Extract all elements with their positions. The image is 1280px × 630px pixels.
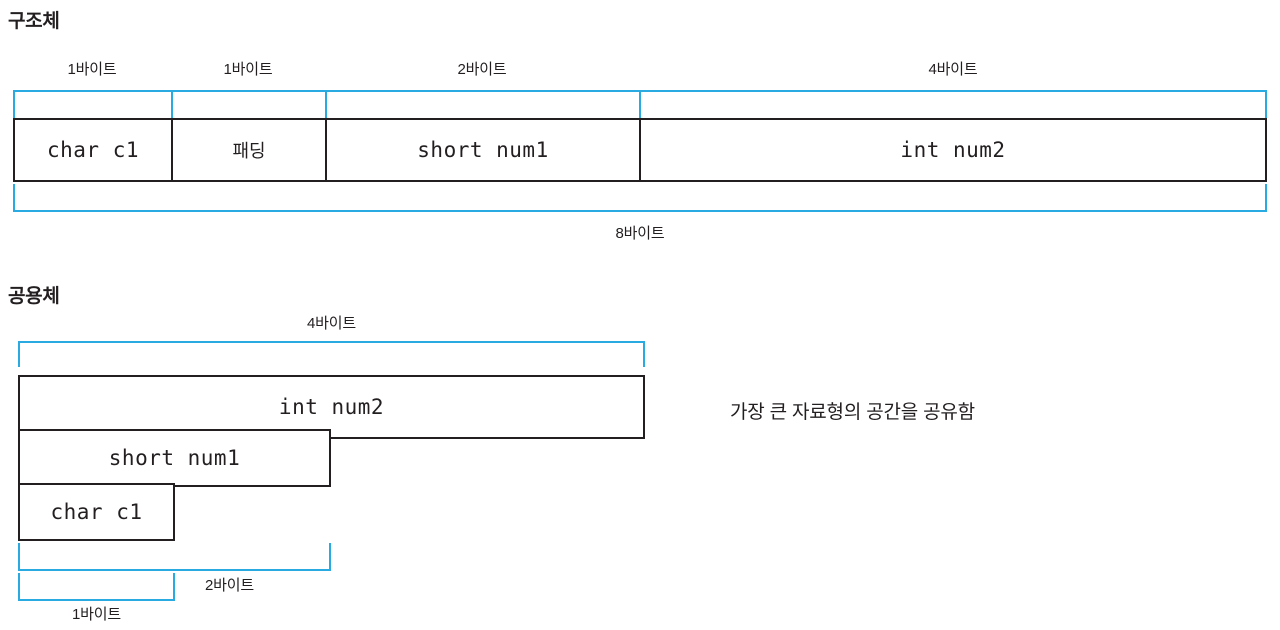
struct-cell-int-num2: int num2 bbox=[639, 118, 1267, 182]
union-top-bracket bbox=[18, 341, 645, 367]
union-box-int-num2: int num2 bbox=[18, 375, 645, 439]
struct-byte-label-short: 2바이트 bbox=[457, 61, 507, 78]
struct-cell-short-num1: short num1 bbox=[325, 118, 641, 182]
union-byte-label-1: 1바이트 bbox=[72, 606, 121, 623]
struct-top-bracket bbox=[13, 90, 1267, 118]
union-bracket-2byte bbox=[18, 543, 331, 571]
struct-cell-padding: 패딩 bbox=[171, 118, 327, 182]
struct-top-bracket-tick-3 bbox=[639, 92, 641, 118]
union-box-char-c1: char c1 bbox=[18, 483, 175, 541]
union-box-short-num1: short num1 bbox=[18, 429, 331, 487]
struct-total-bracket bbox=[13, 184, 1267, 212]
struct-byte-label-char: 1바이트 bbox=[67, 61, 117, 78]
struct-byte-label-int: 4바이트 bbox=[928, 61, 978, 78]
struct-section-title: 구조체 bbox=[8, 11, 60, 32]
struct-byte-label-padding: 1바이트 bbox=[223, 61, 273, 78]
union-bracket-1byte bbox=[18, 573, 175, 601]
union-section-title: 공용체 bbox=[8, 286, 60, 307]
union-byte-label-4: 4바이트 bbox=[307, 315, 356, 332]
struct-total-label: 8바이트 bbox=[615, 225, 665, 242]
union-byte-label-2: 2바이트 bbox=[205, 577, 254, 594]
struct-cell-char-c1: char c1 bbox=[13, 118, 173, 182]
struct-top-bracket-tick-2 bbox=[325, 92, 327, 118]
union-note: 가장 큰 자료형의 공간을 공유함 bbox=[730, 402, 975, 423]
struct-top-bracket-tick-1 bbox=[171, 92, 173, 118]
